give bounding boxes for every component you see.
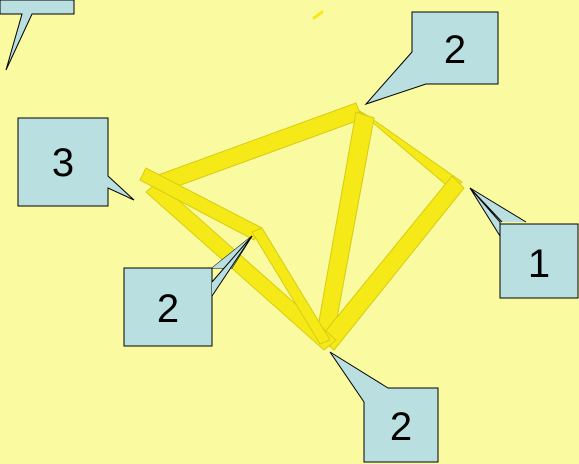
callout-middle-label: 2 bbox=[157, 287, 179, 331]
callout-left: 3 bbox=[18, 118, 134, 206]
callout-right-label: 1 bbox=[528, 242, 550, 286]
callout-top-label: 2 bbox=[444, 28, 466, 72]
decorative-mark bbox=[314, 12, 322, 18]
callout-bottom-label: 2 bbox=[390, 405, 412, 449]
callout-right: 1 bbox=[470, 188, 578, 298]
callout-middle: 2 bbox=[124, 236, 252, 346]
callout-bottom: 2 bbox=[330, 352, 438, 462]
rod-left-to-top bbox=[150, 103, 362, 194]
callout-top: 2 bbox=[366, 12, 498, 104]
callout-top-left-partial bbox=[0, 0, 74, 70]
callout-left-label: 3 bbox=[52, 141, 74, 185]
